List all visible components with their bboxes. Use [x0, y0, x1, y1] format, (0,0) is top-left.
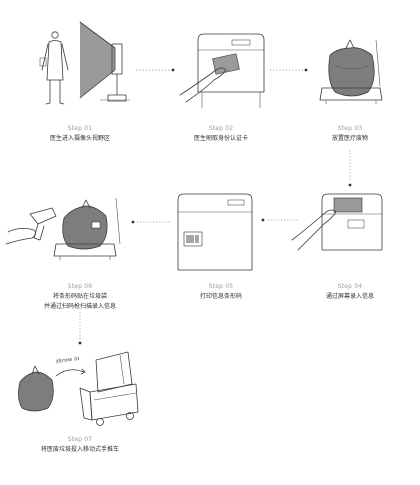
step-01-caption: Step 01 医生进入摄像头视野区 — [40, 125, 120, 143]
arrow-1-2 — [136, 68, 175, 72]
step-02-caption: Step 02 医生刷取身份认证卡 — [176, 125, 266, 143]
step-06-caption: Step 06 将条形码贴在垃圾袋 并通过扫码枪扫描录入信息 — [30, 283, 130, 311]
step5-illustration — [177, 193, 253, 271]
step-04-desc: 通过屏幕录入信息 — [325, 293, 374, 300]
step3-illustration — [319, 39, 383, 104]
step2-illustration — [179, 33, 265, 108]
arrow-4-5 — [261, 218, 298, 222]
arrow-3-4 — [348, 150, 352, 187]
step-03-desc: 放置医疗废物 — [331, 135, 368, 142]
step-07-caption: Step 07 将医废垃圾投入移动式手推车 — [30, 436, 130, 454]
step-06-desc-line2: 并通过扫码枪扫描录入信息 — [43, 303, 116, 310]
step-05-caption: Step 05 打印信息条形码 — [176, 283, 266, 301]
step1-illustration — [39, 21, 130, 105]
step-01-desc: 医生进入摄像头视野区 — [49, 135, 110, 142]
step-03-label: Step 03 — [337, 125, 363, 132]
arrow-6-7 — [78, 312, 82, 345]
barcode-label — [183, 231, 203, 247]
step4-illustration — [291, 193, 383, 251]
barcode-scanner — [5, 207, 57, 245]
step6-illustration — [5, 197, 121, 260]
step-01-label: Step 01 — [67, 125, 93, 132]
camera-view-cone — [79, 21, 130, 102]
step-06-label: Step 06 — [67, 283, 93, 290]
step-03-caption: Step 03 放置医疗废物 — [305, 125, 395, 143]
step7-illustration: throw in — [18, 351, 139, 426]
step-06-desc: 将条形码贴在垃圾袋 — [52, 293, 107, 300]
step-05-label: Step 05 — [208, 283, 234, 290]
step-02-desc: 医生刷取身份认证卡 — [193, 135, 248, 142]
throw-in-note: throw in — [56, 356, 81, 365]
arrow-2-3 — [270, 68, 308, 72]
step-07-desc: 将医废垃圾投入移动式手推车 — [40, 446, 119, 453]
arrow-5-6 — [131, 220, 170, 224]
step-05-desc: 打印信息条形码 — [199, 293, 242, 300]
step-04-label: Step 04 — [337, 283, 363, 290]
hand-cart — [79, 351, 139, 426]
step-02-label: Step 02 — [208, 125, 234, 132]
step-04-caption: Step 04 通过屏幕录入信息 — [305, 283, 395, 301]
step-07-label: Step 07 — [67, 436, 93, 443]
doctor-figure — [39, 31, 69, 105]
